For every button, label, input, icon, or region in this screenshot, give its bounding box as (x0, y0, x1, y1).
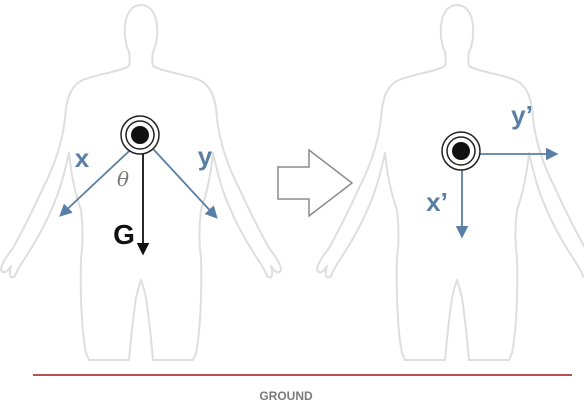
target-icon (121, 116, 159, 154)
body-silhouette-right (317, 5, 584, 360)
theta-angle-label: θ (117, 167, 129, 191)
right-arrow-icon (278, 150, 352, 216)
x-axis-label-left: x (75, 143, 90, 173)
y-axis-label-left: y (198, 141, 213, 171)
body-silhouette-left (1, 5, 281, 360)
right-figure: y’ x’ (317, 5, 584, 360)
x-prime-axis-label: x’ (426, 187, 448, 217)
y-prime-axis-label: y’ (511, 100, 533, 130)
ground-label: GROUND (259, 389, 313, 403)
left-figure: x y θ G (1, 5, 281, 360)
gravity-label: G (113, 219, 135, 250)
target-icon (442, 132, 480, 170)
